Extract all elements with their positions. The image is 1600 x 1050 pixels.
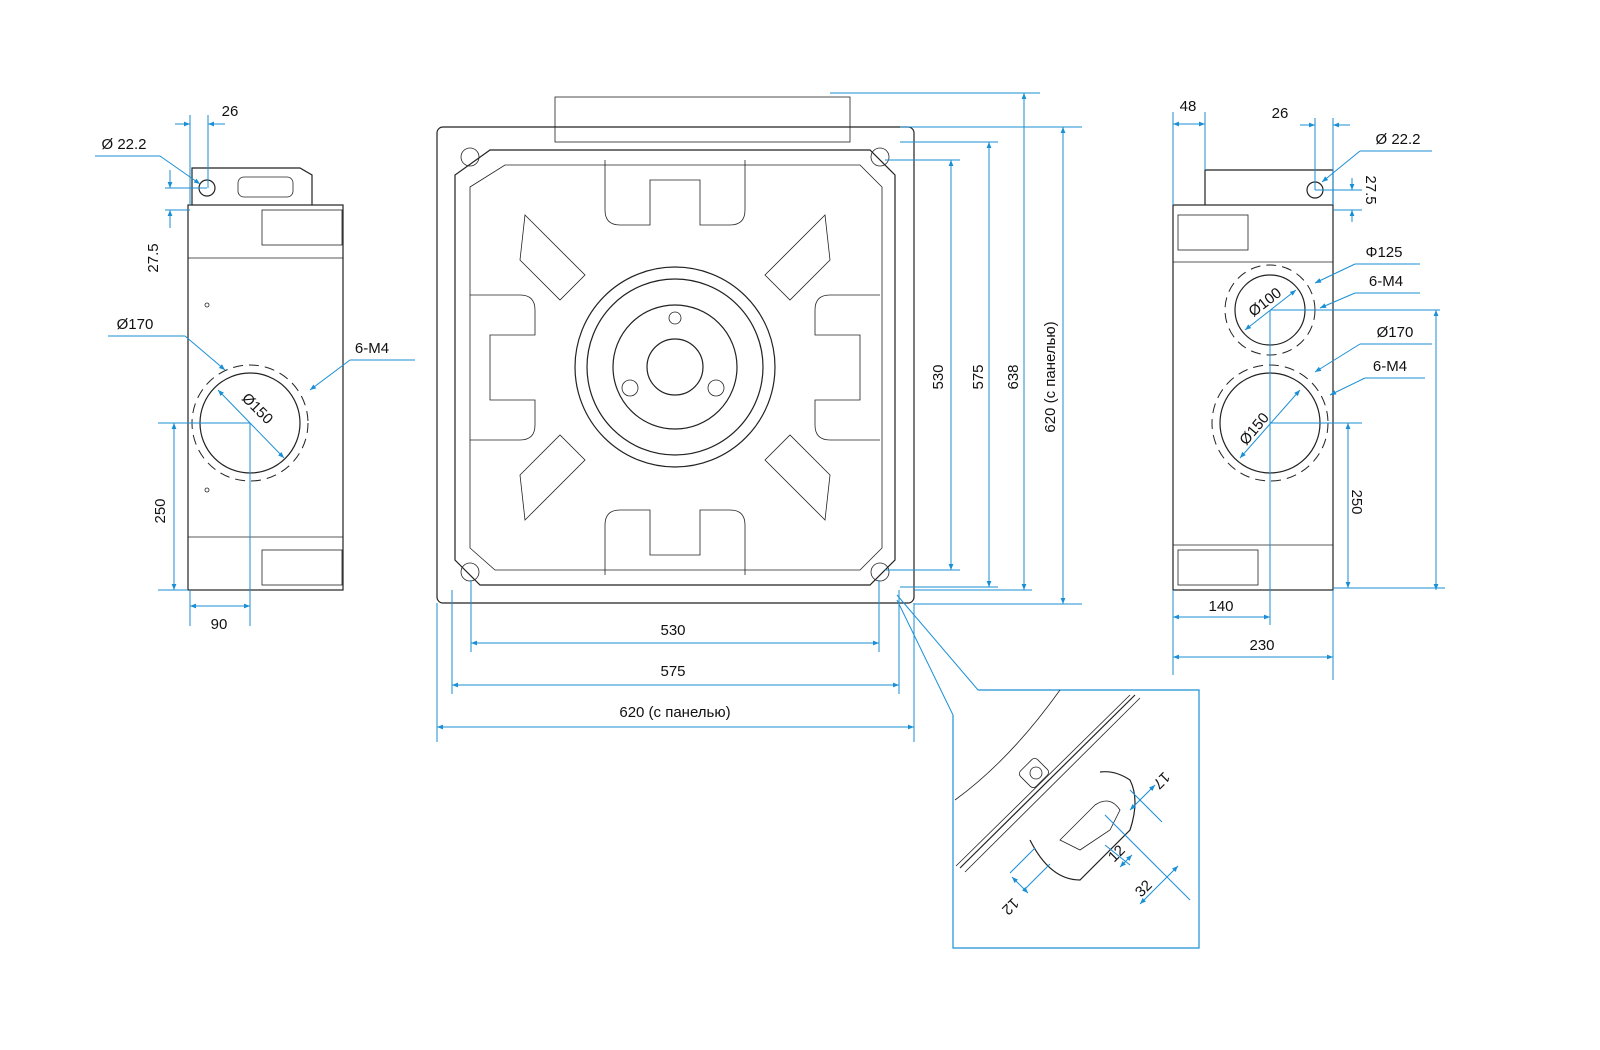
- dim-26: 26: [222, 103, 239, 120]
- left-side-view: 26 Ø 22.2 27.5 Ø170 6-M4 Ø150 250 90: [95, 103, 415, 633]
- dim-90: 90: [211, 616, 228, 633]
- dim-screws: 6-M4: [355, 340, 389, 357]
- dim-27-5: 27.5: [1362, 175, 1379, 204]
- right-side-view: 48 26 Ø 22.2 27.5 Φ125 6-M4 Ø100 Ø170 6-…: [1172, 98, 1445, 680]
- dim-230: 230: [1249, 637, 1274, 654]
- dim-height-620: 620 (с панелью): [1042, 321, 1059, 432]
- dim-height-575: 575: [970, 364, 987, 389]
- dim-phi170: Ø170: [1377, 324, 1414, 341]
- dim-32: 32: [1132, 877, 1156, 901]
- dim-height-530: 530: [930, 364, 947, 389]
- dim-screws-top: 6-M4: [1369, 273, 1403, 290]
- dim-duct-150: Ø150: [238, 390, 276, 428]
- dim-phi125: Φ125: [1366, 244, 1403, 261]
- dim-phi150: Ø150: [1236, 410, 1273, 449]
- dim-height-638: 638: [1005, 364, 1022, 389]
- dim-17: 17: [1149, 768, 1173, 792]
- dim-flange-170: Ø170: [117, 316, 154, 333]
- dim-width-530: 530: [660, 622, 685, 639]
- dim-width-620: 620 (с панелью): [619, 704, 730, 721]
- dim-26: 26: [1272, 105, 1289, 122]
- dim-width-575: 575: [660, 663, 685, 680]
- dim-pipe-diameter: Ø 22.2: [1375, 131, 1420, 148]
- dim-screws-bottom: 6-M4: [1373, 358, 1407, 375]
- dim-pipe-diameter: Ø 22.2: [101, 136, 146, 153]
- dim-27-5: 27.5: [145, 243, 162, 272]
- dim-250: 250: [152, 498, 169, 523]
- dim-250: 250: [1348, 489, 1365, 514]
- dim-140: 140: [1208, 598, 1233, 615]
- dim-48: 48: [1180, 98, 1197, 115]
- bottom-view-unit: 530 575 620 (с панелью) 530 575 638 620 …: [436, 92, 1199, 742]
- corner-bracket-detail: 17 12 32 12: [952, 689, 1200, 949]
- dim-12-outer: 12: [998, 894, 1022, 918]
- dim-phi100: Ø100: [1246, 284, 1285, 320]
